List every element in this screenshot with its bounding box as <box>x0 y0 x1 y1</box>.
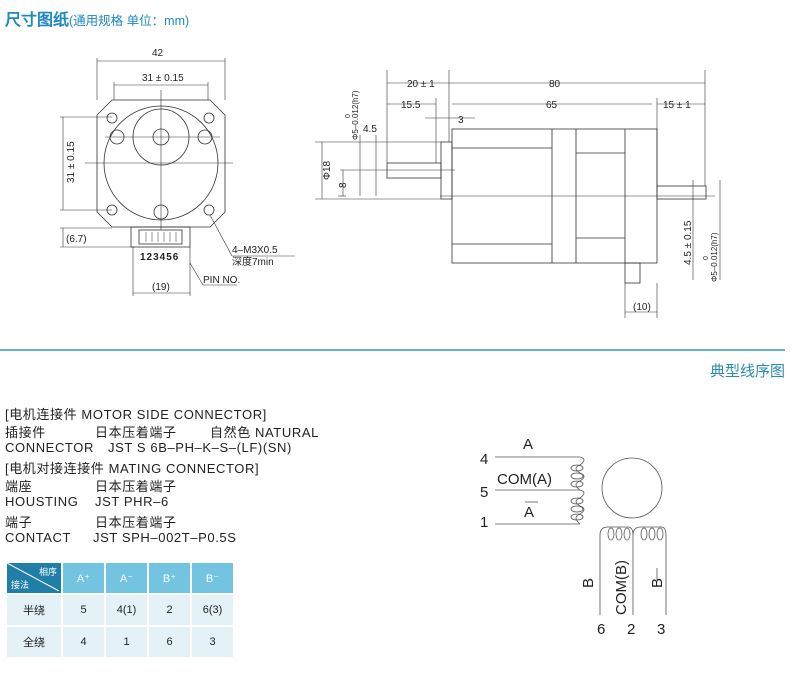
dim-body-length: 65 <box>546 100 558 111</box>
spec-line: [电机连接件 MOTOR SIDE CONNECTOR] <box>5 407 267 422</box>
spec-value: 日本压着端子 <box>95 479 177 494</box>
coil-b-icon <box>599 526 667 615</box>
table-cell: 4(1) <box>106 593 147 625</box>
title-main: 尺寸图纸 <box>5 12 70 29</box>
table-cell: 6(3) <box>192 593 233 625</box>
wiring-section-title: 典型线序图 <box>709 363 785 380</box>
spec-label: CONNECTOR <box>5 440 94 455</box>
spec-label: 插接件 <box>5 425 46 440</box>
spec-label: 端子 <box>5 515 33 530</box>
label-b-bar: B <box>649 578 666 588</box>
label-com-b: COM(B) <box>613 560 630 615</box>
column-header: A⁺ <box>63 563 104 593</box>
column-header: B⁻ <box>192 563 233 593</box>
label-b: B <box>580 578 597 588</box>
pin-label: PIN NO. <box>203 275 240 286</box>
rotor-icon <box>601 457 663 519</box>
dim-offset: (6.7) <box>66 234 87 245</box>
spec-line: [电机对接连接件 MATING CONNECTOR] <box>5 461 260 476</box>
dim-shaft-tol: 0 <box>345 114 352 118</box>
section-divider <box>0 349 785 351</box>
dim-offset-8: 8 <box>338 182 349 188</box>
dim-total-length: 80 <box>549 79 561 90</box>
dim-rear-tol: 0 <box>703 256 710 260</box>
pin-4: 4 <box>480 451 488 468</box>
table-cell: 2 <box>149 593 190 625</box>
table-row: 半绕 5 4(1) 2 6(3) <box>7 593 233 625</box>
spec-value: JST PHR–6 <box>95 494 169 509</box>
corner-top-label: 相序 <box>38 567 57 577</box>
side-view-drawing: 80 20 ± 1 15.5 65 15 ± 1 3 4.5 Φ18 8 0 Φ… <box>315 70 721 318</box>
dim-flat: 4.5 <box>363 124 377 135</box>
dim-diameter-18: Φ18 <box>322 160 333 180</box>
dim-connector: (10) <box>633 302 651 313</box>
table-row: 全绕 4 1 6 3 <box>7 625 233 657</box>
diagonal-divider <box>7 563 59 591</box>
spec-label: CONTACT <box>5 530 72 545</box>
dim-square: 42 <box>152 48 164 59</box>
dim-connector-width: (19) <box>152 282 170 293</box>
pin-2: 2 <box>627 621 635 638</box>
pin-1: 1 <box>480 514 488 531</box>
pin-6: 6 <box>597 621 605 638</box>
pin-3: 3 <box>657 621 665 638</box>
screw-depth: 深度7min <box>232 255 274 268</box>
spec-value: 日本压着端子 <box>95 425 177 440</box>
dim-rear-diameter: Φ5–0.012(h7) <box>710 232 719 282</box>
row-label: 半绕 <box>7 593 61 625</box>
table-cell: 5 <box>63 593 104 625</box>
dim-gear-length: 20 ± 1 <box>407 79 435 90</box>
page-title: 尺寸图纸(通用规格 单位：mm) <box>5 6 189 30</box>
pin-5: 5 <box>480 484 488 501</box>
dim-rear-length: 15 ± 1 <box>663 100 691 111</box>
screw-icon <box>109 129 213 220</box>
table-cell: 3 <box>192 625 233 657</box>
dim-step: 3 <box>458 115 464 126</box>
dim-shaft-length: 15.5 <box>401 100 421 111</box>
table-corner: 相序 接法 <box>7 563 61 593</box>
spec-value: 自然色 NATURAL <box>210 425 319 440</box>
column-header: B⁺ <box>149 563 190 593</box>
spec-value: JST S 6B–PH–K–S–(LF)(SN) <box>108 440 292 455</box>
coil-a-icon <box>570 456 585 525</box>
wiring-table: 相序 接法 A⁺ A⁻ B⁺ B⁻ 半绕 5 4(1) 2 6(3) 全绕 4 … <box>5 563 235 657</box>
dim-hole-spacing-v: 31 ± 0.15 <box>66 141 77 183</box>
spec-label: HOUSTING <box>5 494 79 509</box>
spec-value: 日本压着端子 <box>95 515 177 530</box>
title-subtitle: (通用规格 单位：mm) <box>69 14 190 28</box>
dim-hole-spacing-h: 31 ± 0.15 <box>142 73 184 84</box>
table-header-row: 相序 接法 A⁺ A⁻ B⁺ B⁻ <box>7 563 233 593</box>
label-com-a: COM(A) <box>497 471 552 488</box>
row-label: 全绕 <box>7 625 61 657</box>
spec-value: JST SPH–002T–P0.5S <box>93 530 237 545</box>
label-a: A <box>523 436 533 453</box>
screw-spec: 4–M3X0.5 <box>232 245 278 256</box>
label-a-bar: A <box>524 504 534 521</box>
dim-shaft-diameter: Φ5–0.012(h7) <box>351 90 360 140</box>
wiring-diagram: A 4 COM(A) 5 A 1 B COM(B) B 6 2 3 <box>480 436 667 638</box>
table-cell: 4 <box>63 625 104 657</box>
dim-rear-flat: 4.5 ± 0.15 <box>683 220 694 265</box>
front-view-drawing: 42 31 ± 0.15 31 ± 0.15 (6.7) 123456 (19)… <box>60 48 295 296</box>
pin-numbers: 123456 <box>140 252 179 263</box>
corner-bottom-label: 接法 <box>11 580 30 590</box>
table-cell: 6 <box>149 625 190 657</box>
spec-label: 端座 <box>5 479 33 494</box>
table-cell: 1 <box>106 625 147 657</box>
column-header: A⁻ <box>106 563 147 593</box>
